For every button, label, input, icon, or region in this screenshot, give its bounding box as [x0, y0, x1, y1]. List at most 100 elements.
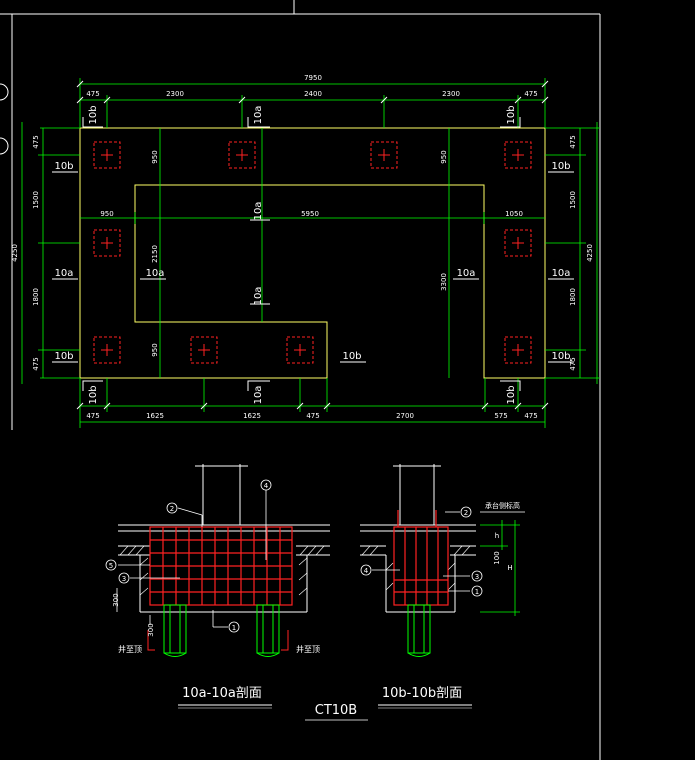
dim-left-1: 475 — [32, 135, 40, 148]
dim-bottom-1: 475 — [86, 412, 99, 420]
pile — [504, 336, 532, 364]
pile — [370, 141, 398, 169]
mark-b-bottom-right: 10b — [506, 385, 517, 404]
dim-H: H — [507, 564, 512, 572]
dim-left-total: 4250 — [11, 244, 19, 262]
dim-right-total: 4250 — [586, 244, 594, 262]
dim-left-3: 1800 — [32, 288, 40, 306]
mark-a-center-upper: 10a — [253, 202, 264, 221]
dim-3300: 3300 — [440, 273, 448, 291]
mark-b-top-left: 10b — [88, 105, 99, 124]
callout-2-b — [460, 506, 472, 518]
dim-left-2: 1500 — [32, 191, 40, 209]
dim-bottom-5: 2700 — [396, 412, 414, 420]
dim-top-3: 2400 — [304, 90, 322, 98]
dim-bottom-7: 475 — [524, 412, 537, 420]
mark-b-left-upper: 10b — [54, 161, 73, 172]
rebar-cage-b — [393, 510, 449, 606]
dim-bottom-3: 1625 — [243, 412, 261, 420]
dim-bottom-2: 1625 — [146, 412, 164, 420]
section-b-note: 承台侧标高 — [485, 501, 520, 510]
section-a-title: 10a-10a剖面 — [182, 686, 262, 701]
pile — [504, 141, 532, 169]
callout-1-a-label: 1 — [232, 624, 236, 632]
dim-top-1: 475 — [86, 90, 99, 98]
mark-b-right-upper: 10b — [551, 161, 570, 172]
section-cut-marks — [52, 117, 574, 391]
pile — [504, 229, 532, 257]
dim-bottom-4: 475 — [306, 412, 319, 420]
callout-5-a — [105, 559, 117, 571]
dim-h: h — [495, 532, 499, 540]
dimension-ticks — [76, 80, 549, 410]
pile-top-label-right: 井至顶 — [296, 644, 320, 654]
callout-3-b — [471, 570, 483, 582]
callout-1-b-label: 1 — [475, 588, 479, 596]
pile-cap-plan: 7950 475 2300 2400 2300 475 475 1625 162… — [11, 74, 600, 428]
pile-top-label-left: 井至顶 — [118, 644, 142, 654]
dim-300-b: 300 — [147, 623, 155, 636]
mark-b-left-lower: 10b — [54, 351, 73, 362]
mark-b-bottom-left: 10b — [88, 385, 99, 404]
section-a-detail: 2 4 5 3 1 300 300 井至顶 井至顶 10a-10a剖面 — [105, 464, 330, 709]
dim-right-1: 475 — [569, 135, 577, 148]
rebar-cage-a — [149, 526, 293, 606]
pile — [228, 141, 256, 169]
dim-950-top-left: 950 — [151, 150, 159, 163]
callout-2-a — [166, 502, 178, 514]
pile-cap-outline — [79, 127, 546, 379]
mark-a-left-mid: 10a — [55, 268, 74, 279]
dim-100: 100 — [493, 551, 501, 564]
callout-3-a-label: 3 — [122, 575, 126, 583]
dim-5950: 5950 — [301, 210, 319, 218]
mark-a-right-inner: 10a — [457, 268, 476, 279]
piles — [93, 141, 532, 364]
pile — [286, 336, 314, 364]
callout-4-b-label: 4 — [364, 567, 369, 575]
callout-3-a — [118, 572, 130, 584]
callout-3-b-label: 3 — [475, 573, 479, 581]
pile-b — [407, 604, 431, 657]
dim-1050: 1050 — [505, 210, 523, 218]
mark-b-center-lower: 10b — [342, 351, 361, 362]
mark-b-top-right: 10b — [506, 105, 517, 124]
dim-top-2: 2300 — [166, 90, 184, 98]
callout-4-a-label: 4 — [264, 482, 269, 490]
dim-950-top-right: 950 — [440, 150, 448, 163]
dim-right-2: 1500 — [569, 191, 577, 209]
dim-top-5: 475 — [524, 90, 537, 98]
dim-top-4: 2300 — [442, 90, 460, 98]
callout-4-a — [260, 479, 272, 491]
section-b-detail: 2 3 1 4 h 100 H 承台侧标高 10b-10b剖面 — [360, 464, 525, 709]
pile — [93, 336, 121, 364]
dim-300-a: 300 — [112, 593, 120, 606]
callout-1-a — [228, 621, 240, 633]
pile — [93, 141, 121, 169]
mark-a-right-outer: 10a — [552, 268, 571, 279]
drawing-id: CT10B — [315, 703, 357, 718]
dimension-lines — [21, 78, 600, 428]
mark-b-right-lower: 10b — [551, 351, 570, 362]
dim-2150: 2150 — [151, 245, 159, 263]
pile — [190, 336, 218, 364]
mark-a-top: 10a — [253, 106, 264, 125]
dim-overall-width: 7950 — [304, 74, 322, 82]
callout-5-a-label: 5 — [109, 562, 113, 570]
sheet-frame — [0, 0, 601, 760]
mark-a-bottom: 10a — [253, 386, 264, 405]
piles-a — [163, 604, 280, 657]
mark-a-center-lower: 10a — [253, 287, 264, 306]
dim-right-4: 475 — [569, 357, 577, 370]
dim-left-4: 475 — [32, 357, 40, 370]
callout-2-b-label: 2 — [464, 509, 468, 517]
section-b-title: 10b-10b剖面 — [382, 686, 462, 701]
dim-950-bottom: 950 — [151, 343, 159, 356]
mark-a-inner-left: 10a — [146, 268, 165, 279]
dim-950-left: 950 — [100, 210, 113, 218]
pile — [93, 229, 121, 257]
dim-right-3: 1800 — [569, 288, 577, 306]
callout-1-b — [471, 585, 483, 597]
dim-bottom-6: 575 — [494, 412, 507, 420]
callout-2-a-label: 2 — [170, 505, 174, 513]
